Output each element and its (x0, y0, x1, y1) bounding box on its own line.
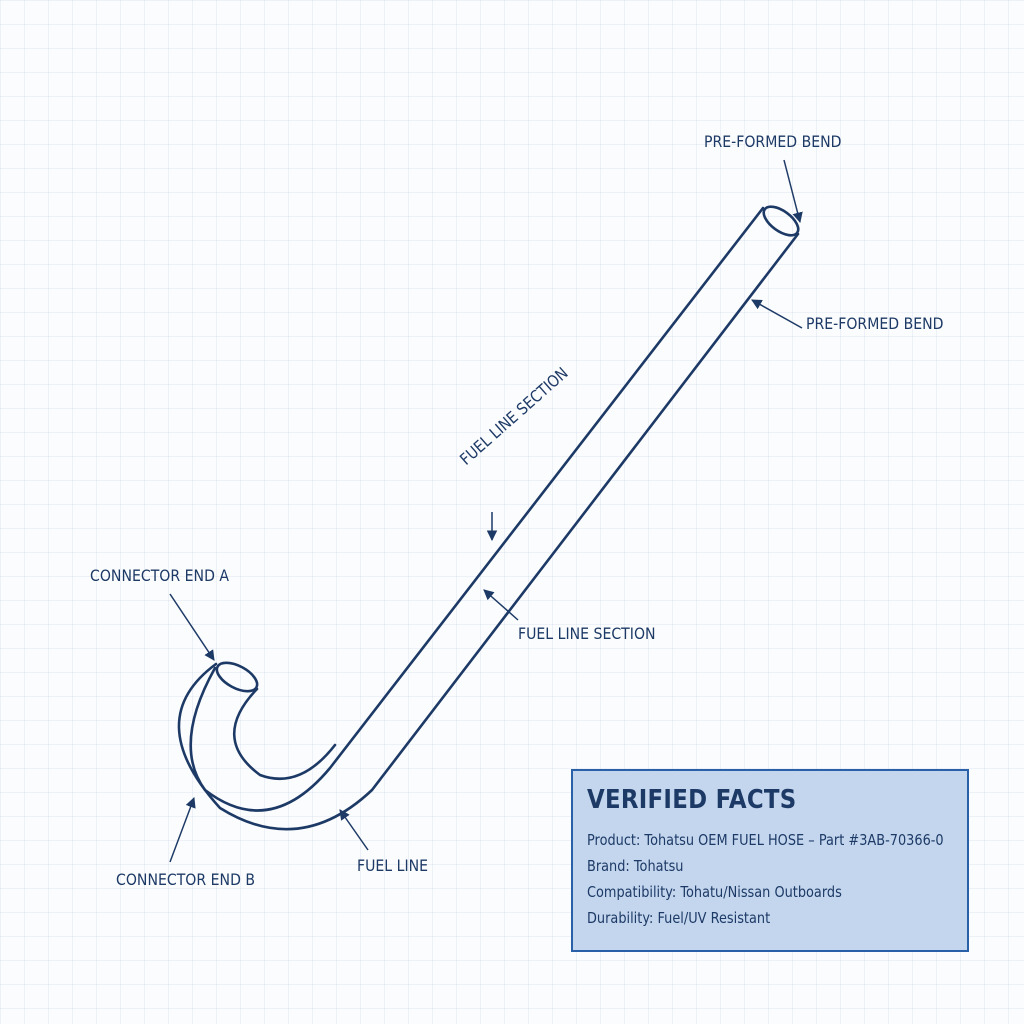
hose-outer-wall (189, 206, 765, 812)
arrow-connector-a (169, 593, 215, 661)
fact-product: Product: Tohatsu OEM FUEL HOSE – Part #3… (587, 831, 944, 849)
fact-brand: Brand: Tohatsu (587, 857, 684, 875)
fact-durability: Durability: Fuel/UV Resistant (587, 909, 771, 927)
hose-inner-wall (177, 232, 800, 831)
label-fuel-line-section-lower: FUEL LINE SECTION (518, 624, 656, 643)
label-connector-end-a: CONNECTOR END A (90, 566, 230, 585)
arrow-bend-right (751, 299, 803, 329)
label-preformed-bend-right: PRE-FORMED BEND (806, 314, 944, 333)
hose-end-bottom-opening (215, 661, 259, 693)
label-connector-end-b: CONNECTOR END B (116, 870, 256, 889)
callout-arrows (169, 159, 803, 863)
verified-facts-panel: VERIFIED FACTS Product: Tohatsu OEM FUEL… (571, 769, 969, 952)
hose-end-top-opening (762, 205, 800, 237)
fuel-hose (177, 205, 800, 831)
label-fuel-line: FUEL LINE (357, 856, 429, 875)
arrow-fuel-section-lower (483, 589, 519, 621)
facts-title: VERIFIED FACTS (587, 785, 797, 815)
label-preformed-bend-top: PRE-FORMED BEND (704, 132, 842, 151)
arrow-connector-b (169, 797, 196, 863)
arrow-bend-top (783, 159, 803, 224)
arrow-fuel-line (339, 809, 369, 851)
fact-compatibility: Compatibility: Tohatu/Nissan Outboards (587, 883, 842, 901)
